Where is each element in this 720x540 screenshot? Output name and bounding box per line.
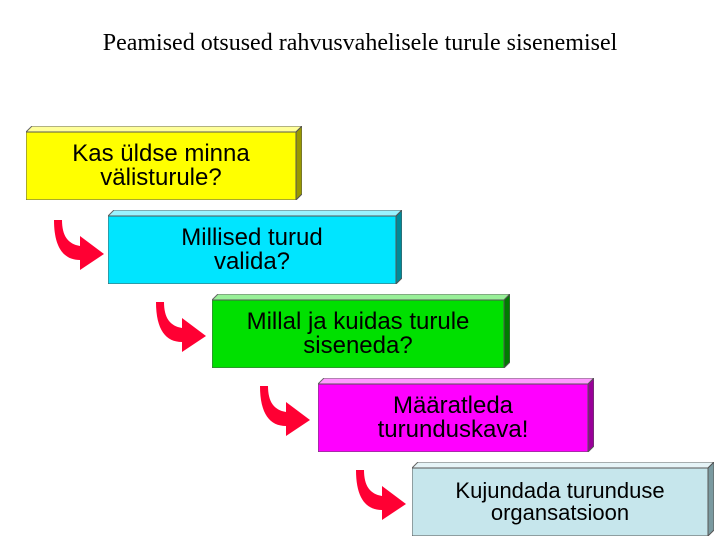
step-box-4: Määratleda turunduskava!	[318, 378, 594, 452]
box-3d-frame	[318, 378, 594, 452]
step-2-line-2: valida?	[213, 248, 291, 275]
step-box-3: Millal ja kuidas turule siseneda?	[212, 294, 510, 368]
box-3d-frame	[212, 294, 510, 368]
box-3d-frame	[412, 462, 714, 536]
step-box-1: Kas üldse minna välisturule?	[26, 126, 302, 200]
step-3-line-1: Millal ja kuidas turule	[246, 308, 470, 335]
step-box-2: Millised turud valida?	[108, 210, 402, 284]
curved-arrow-icon	[356, 470, 406, 520]
step-box-5: Kujundada turunduse organsatsioon	[412, 462, 714, 536]
box-3d-frame	[108, 210, 402, 284]
step-2-line-1: Millised turud	[181, 224, 323, 251]
step-4-line-2: turunduskava!	[377, 416, 529, 443]
step-5-line-2: organsatsioon	[490, 500, 630, 525]
curved-arrow-icon	[54, 220, 104, 270]
curved-arrow-icon	[156, 302, 206, 352]
curved-arrow-icon	[260, 386, 310, 436]
step-3-line-2: siseneda?	[303, 332, 413, 359]
step-5-line-1: Kujundada turunduse	[455, 478, 665, 503]
step-4-line-1: Määratleda	[392, 392, 514, 419]
page-title: Peamised otsused rahvusvahelisele turule…	[102, 30, 618, 56]
box-3d-frame	[26, 126, 302, 200]
step-1-line-2: välisturule?	[100, 164, 222, 191]
step-1-line-1: Kas üldse minna	[72, 140, 250, 167]
